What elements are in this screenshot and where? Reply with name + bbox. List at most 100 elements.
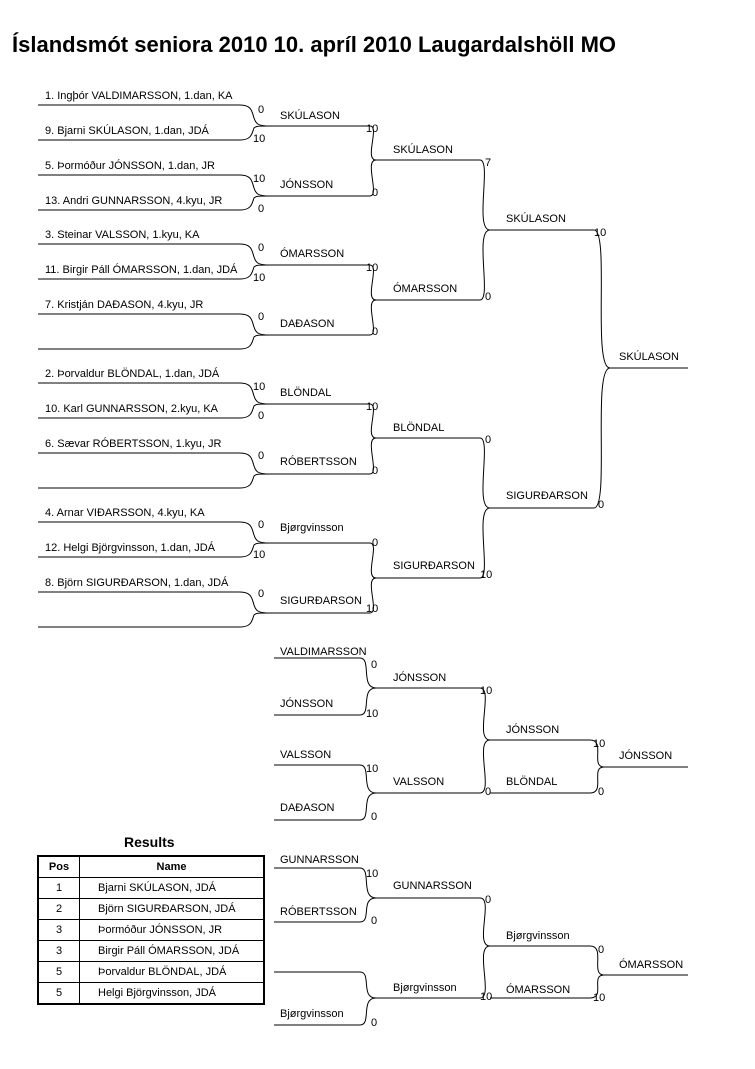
- entrant-label: 11. Birgir Páll ÓMARSSON, 1.dan, JDÁ: [45, 263, 238, 276]
- score-label: 0: [371, 915, 377, 927]
- score-label: 10: [480, 685, 492, 697]
- repechage-name: VALSSON: [280, 749, 331, 761]
- result-name: Björn SIGURÐARSON, JDÁ: [79, 898, 265, 920]
- score-label: 10: [366, 708, 378, 720]
- match-winner: ÓMARSSON: [506, 983, 570, 996]
- entrant-label: 1. Ingþór VALDIMARSSON, 1.dan, KA: [45, 90, 233, 102]
- repechage-name: RÓBERTSSON: [280, 905, 357, 918]
- score-label: 0: [485, 894, 491, 906]
- match-winner: RÓBERTSSON: [280, 455, 357, 468]
- match-winner: DAÐASON: [280, 318, 334, 330]
- score-label: 0: [372, 465, 378, 477]
- result-name: Bjarni SKÚLASON, JDÁ: [79, 877, 265, 899]
- results-col-pos: Pos: [37, 855, 80, 878]
- results-header-row: Pos Name: [37, 855, 265, 878]
- match-winner: SIGURÐARSON: [506, 490, 588, 502]
- match-winner: SIGURÐARSON: [393, 560, 475, 572]
- score-label: 0: [258, 588, 264, 600]
- repechage-name: VALDIMARSSON: [280, 646, 367, 658]
- match-winner: BLÖNDAL: [280, 387, 331, 399]
- score-label: 0: [258, 203, 264, 215]
- score-label: 10: [253, 173, 265, 185]
- score-label: 0: [485, 291, 491, 303]
- match-winner: JÓNSSON: [506, 723, 559, 736]
- score-label: 10: [253, 272, 265, 284]
- result-name: Þorvaldur BLÖNDAL, JDÁ: [79, 961, 265, 983]
- score-label: 10: [366, 603, 378, 615]
- repechage-name: DAÐASON: [280, 802, 334, 814]
- entrant-label: 9. Bjarni SKÚLASON, 1.dan, JDÁ: [45, 124, 210, 137]
- score-label: 0: [598, 786, 604, 798]
- score-label: 7: [485, 157, 491, 169]
- score-label: 0: [371, 1017, 377, 1029]
- score-label: 0: [598, 499, 604, 511]
- score-label: 10: [480, 991, 492, 1003]
- score-label: 0: [372, 326, 378, 338]
- result-pos: 5: [37, 982, 80, 1005]
- results-title: Results: [124, 834, 175, 850]
- result-pos: 1: [37, 877, 80, 899]
- score-label: 0: [258, 450, 264, 462]
- score-label: 10: [593, 992, 605, 1004]
- repechage-name: Bjørgvinsson: [280, 1008, 344, 1020]
- match-winner: JÓNSSON: [393, 671, 446, 684]
- match-winner: SKÚLASON: [393, 143, 453, 156]
- score-label: 0: [371, 811, 377, 823]
- result-pos: 3: [37, 940, 80, 962]
- repechage-winner: ÓMARSSON: [619, 958, 683, 971]
- result-pos: 3: [37, 919, 80, 941]
- result-pos: 2: [37, 898, 80, 920]
- score-label: 0: [258, 104, 264, 116]
- score-label: 10: [593, 738, 605, 750]
- score-label: 10: [366, 868, 378, 880]
- match-winner: BLÖNDAL: [393, 422, 444, 434]
- score-label: 0: [485, 786, 491, 798]
- score-label: 0: [258, 311, 264, 323]
- match-winner: SKÚLASON: [280, 109, 340, 122]
- score-label: 10: [253, 133, 265, 145]
- repechage-name: JÓNSSON: [280, 697, 333, 710]
- match-winner: SIGURÐARSON: [280, 595, 362, 607]
- match-winner: GUNNARSSON: [393, 880, 472, 892]
- score-label: 0: [372, 537, 378, 549]
- results-col-name: Name: [79, 855, 265, 878]
- result-pos: 5: [37, 961, 80, 983]
- score-label: 10: [253, 549, 265, 561]
- entrant-label: 7. Kristján DAÐASON, 4.kyu, JR: [45, 299, 203, 311]
- entrant-label: 8. Björn SIGURÐARSON, 1.dan, JDÁ: [45, 576, 229, 589]
- match-winner: JÓNSSON: [280, 178, 333, 191]
- match-winner: BLÖNDAL: [506, 776, 557, 788]
- score-label: 0: [371, 659, 377, 671]
- score-label: 10: [594, 227, 606, 239]
- score-label: 0: [372, 187, 378, 199]
- entrant-label: 3. Steinar VALSSON, 1.kyu, KA: [45, 229, 200, 241]
- score-label: 10: [366, 401, 378, 413]
- match-winner: ÓMARSSON: [393, 282, 457, 295]
- result-name: Helgi Björgvinsson, JDÁ: [79, 982, 265, 1005]
- entrant-label: 2. Þorvaldur BLÖNDAL, 1.dan, JDÁ: [45, 367, 220, 380]
- entrant-label: 4. Arnar VIÐARSSON, 4.kyu, KA: [45, 507, 205, 519]
- entrant-label: 5. Þormóður JÓNSSON, 1.dan, JR: [45, 159, 215, 172]
- repechage-name: GUNNARSSON: [280, 854, 359, 866]
- match-winner: ÓMARSSON: [280, 247, 344, 260]
- score-label: 10: [366, 262, 378, 274]
- score-label: 0: [258, 519, 264, 531]
- tournament-winner: SKÚLASON: [619, 350, 679, 363]
- match-winner: Bjørgvinsson: [280, 522, 344, 534]
- match-winner: SKÚLASON: [506, 212, 566, 225]
- score-label: 10: [253, 381, 265, 393]
- entrant-label: 13. Andri GUNNARSSON, 4.kyu, JR: [45, 195, 222, 207]
- score-label: 0: [598, 944, 604, 956]
- score-label: 10: [366, 763, 378, 775]
- match-winner: Bjørgvinsson: [393, 982, 457, 994]
- match-winner: Bjørgvinsson: [506, 930, 570, 942]
- score-label: 10: [480, 569, 492, 581]
- score-label: 0: [258, 242, 264, 254]
- entrant-label: 10. Karl GUNNARSSON, 2.kyu, KA: [45, 403, 219, 415]
